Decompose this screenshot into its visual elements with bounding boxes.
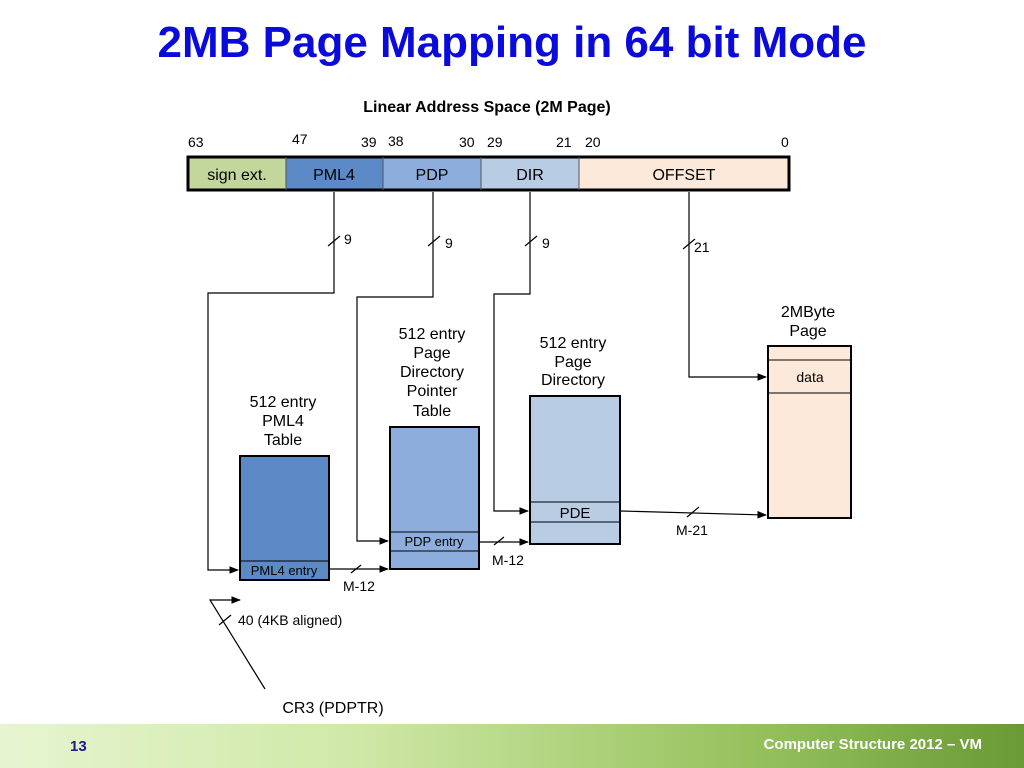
pd-label: 512 entry	[540, 335, 607, 352]
field-offset	[579, 157, 789, 190]
bit-label: 21	[556, 134, 572, 150]
linear-address-register: sign ext. PML4 PDP DIR OFFSET	[186, 155, 791, 192]
pml4-table-body	[239, 455, 330, 581]
bus-width-pdp: 9	[445, 235, 453, 251]
page-body	[767, 345, 852, 519]
bit-label: 47	[292, 131, 308, 147]
pml4-index-line	[207, 192, 335, 574]
pml4-entry: PML4 entry	[251, 563, 318, 578]
page-data-entry: data	[796, 369, 823, 385]
slide-number: 13	[70, 738, 87, 755]
bus-width-cr3: 40 (4KB aligned)	[238, 612, 342, 628]
pdp-table-body	[389, 426, 480, 570]
pml4-table-label: PML4	[262, 413, 304, 430]
field-label-sign: sign ext.	[207, 167, 267, 184]
pdpt-label: Table	[413, 403, 451, 420]
bit-label: 0	[781, 134, 789, 150]
bit-label: 63	[188, 134, 204, 150]
bus-width-labels: 9 9 9 21 M-12 M-12 M-21 40 (4KB aligned)	[238, 231, 710, 628]
bus-width-dir: 9	[542, 235, 550, 251]
course-title: Computer Structure 2012 – VM	[763, 736, 982, 753]
pd-table-body	[529, 395, 621, 545]
register-outline	[186, 155, 791, 192]
dir-index-line	[493, 192, 531, 515]
field-label-offset: OFFSET	[652, 167, 715, 184]
address-space-title: Linear Address Space (2M Page)	[363, 99, 611, 116]
bit-label: 29	[487, 134, 503, 150]
field-label-dir: DIR	[516, 167, 544, 184]
bus-width-m21: M-21	[676, 522, 708, 538]
bus-width-offset: 21	[694, 239, 710, 255]
field-dir	[481, 157, 579, 190]
field-sign-ext	[188, 157, 286, 190]
two-mbyte-page: 2MByte Page data	[767, 304, 852, 519]
cr3-label: CR3 (PDPTR)	[282, 700, 383, 717]
pdp-index-line	[356, 192, 434, 545]
pdpt-label: Pointer	[407, 383, 458, 400]
bus-width-m12-b: M-12	[492, 552, 524, 568]
footer-bar: 13 Computer Structure 2012 – VM	[0, 724, 1024, 768]
bus-marks	[218, 235, 700, 626]
pdp-entry: PDP entry	[404, 534, 464, 549]
bit-label: 30	[459, 134, 475, 150]
connection-lines	[207, 192, 767, 690]
bit-labels: 63 47 39 38 30 29 21 20 0	[188, 131, 789, 150]
bit-label: 38	[388, 133, 404, 149]
pd-label: Page	[554, 354, 591, 371]
field-label-pdp: PDP	[416, 167, 449, 184]
bit-label: 39	[361, 134, 377, 150]
pml4-table-label: Table	[264, 432, 302, 449]
pml4-table: 512 entry PML4 Table PML4 entry	[239, 394, 330, 581]
field-pdp	[383, 157, 481, 190]
bus-width-pml4: 9	[344, 231, 352, 247]
field-label-pml4: PML4	[313, 167, 355, 184]
pde-to-page-line	[620, 510, 767, 519]
bit-label: 20	[585, 134, 601, 150]
pd-label: Directory	[541, 372, 605, 389]
pdpt-label: Directory	[400, 364, 464, 381]
bus-width-m12-a: M-12	[343, 578, 375, 594]
field-pml4	[286, 157, 383, 190]
page-label: 2MByte	[781, 304, 835, 321]
pdpt-label: 512 entry	[399, 326, 466, 343]
slide-title: 2MB Page Mapping in 64 bit Mode	[157, 18, 867, 67]
pdp-table: 512 entry Page Directory Pointer Table P…	[389, 326, 480, 570]
pdpt-label: Page	[413, 345, 450, 362]
pml4-table-label: 512 entry	[250, 394, 317, 411]
pde-entry: PDE	[560, 505, 591, 522]
offset-line	[688, 192, 767, 381]
page-label: Page	[789, 323, 826, 340]
cr3-line	[208, 596, 266, 690]
page-directory-table: 512 entry Page Directory PDE	[529, 335, 621, 545]
